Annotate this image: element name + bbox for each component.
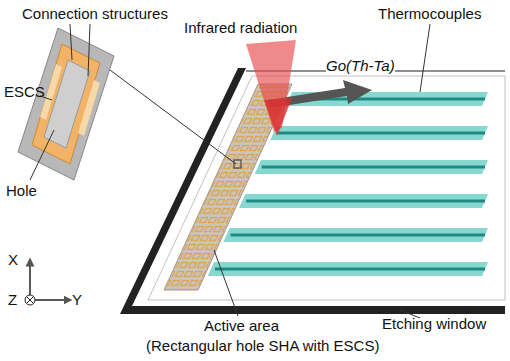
escs-frame [32,44,100,164]
part-label: Etching window [382,316,486,333]
leader [214,250,238,316]
heat-flow-label: Go(Th-Ta) [326,58,395,75]
y-axis [30,299,68,301]
thermocouple-strip [208,262,488,276]
axis-label: Y [72,292,82,309]
active-area [164,84,292,290]
leader [30,130,54,180]
caption-note: (Rectangular hole SHA with ESCS) [146,338,379,355]
thermocouple-strip [255,160,488,174]
part-label: Hole [6,183,37,200]
ir-arrowhead [264,98,292,136]
part-label: Thermocouples [378,6,481,23]
thermocouple-strip [270,126,488,140]
inset-pointer [110,70,236,164]
part-label: ESCS [4,84,45,101]
etching-window [120,68,505,314]
thermocouple-line [231,234,485,237]
thermocouple-line [215,268,485,271]
thermocouple-line [262,166,485,169]
thermocouple-line [277,132,485,135]
axis-label: X [8,252,18,269]
escs-inset [18,28,114,180]
part-label: Active area [204,318,279,335]
z-axis [25,295,35,305]
axis-label: Z [8,292,17,309]
zoom-box [234,160,241,168]
leader [88,24,90,76]
z-axis-cross [27,297,33,303]
part-label: Connection structures [22,6,168,23]
thermocouple-strip [223,228,488,242]
leader [420,24,430,92]
leader [70,24,72,60]
thermocouple-strip [239,194,488,208]
thermocouple-line [246,200,485,203]
active-area-cells [164,84,292,290]
x-axis [29,262,31,300]
part-label: Infrared radiation [184,20,297,37]
connection-structure [78,80,100,136]
membrane [148,76,505,300]
